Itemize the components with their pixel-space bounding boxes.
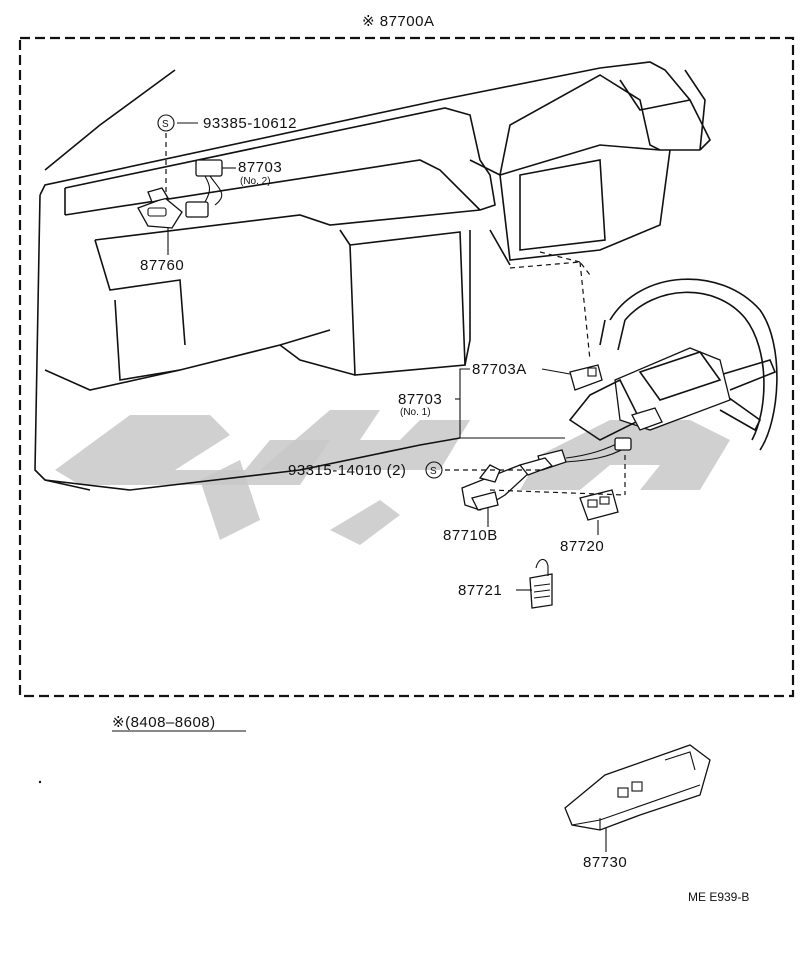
leader-lines — [165, 122, 626, 852]
label-87703-no1-sub: (No. 1) — [400, 407, 431, 418]
label-87721: 87721 — [458, 582, 502, 599]
part-87760-bracket — [137, 187, 183, 229]
label-87703-no2-sub: (No. 2) — [240, 176, 271, 187]
label-87703-no2: 87703 — [238, 159, 282, 176]
svg-text:S: S — [162, 119, 169, 130]
label-87760: 87760 — [140, 257, 184, 274]
part-87730-switch — [564, 744, 711, 831]
part-87703-no2 — [185, 159, 223, 218]
screw-symbol-mid: S — [425, 461, 443, 479]
assembly-frame — [18, 36, 795, 698]
header-label: ※ 87700A — [362, 13, 434, 30]
label-87710b: 87710B — [443, 527, 498, 544]
steering-wheel-drawing — [568, 278, 778, 451]
screw-symbol-top: S — [157, 114, 175, 132]
speck-dot — [38, 780, 42, 784]
part-87703a — [569, 364, 603, 391]
label-93315-14010: 93315-14010 (2) — [288, 462, 406, 479]
part-87720-switch — [579, 489, 619, 521]
period-note: ※(8408–8608) — [112, 714, 216, 731]
part-87710b-switch — [461, 457, 554, 511]
label-87703-no1: 87703 — [398, 391, 442, 408]
diagram-code: ME E939-B — [688, 890, 749, 904]
label-87720: 87720 — [560, 538, 604, 555]
svg-text:S: S — [430, 466, 437, 477]
label-93385-10612: 93385-10612 — [203, 115, 297, 132]
label-87730: 87730 — [583, 854, 627, 871]
instrument-panel-drawing — [34, 61, 711, 491]
part-87721-tag — [529, 558, 553, 609]
label-87703a: 87703A — [472, 361, 527, 378]
